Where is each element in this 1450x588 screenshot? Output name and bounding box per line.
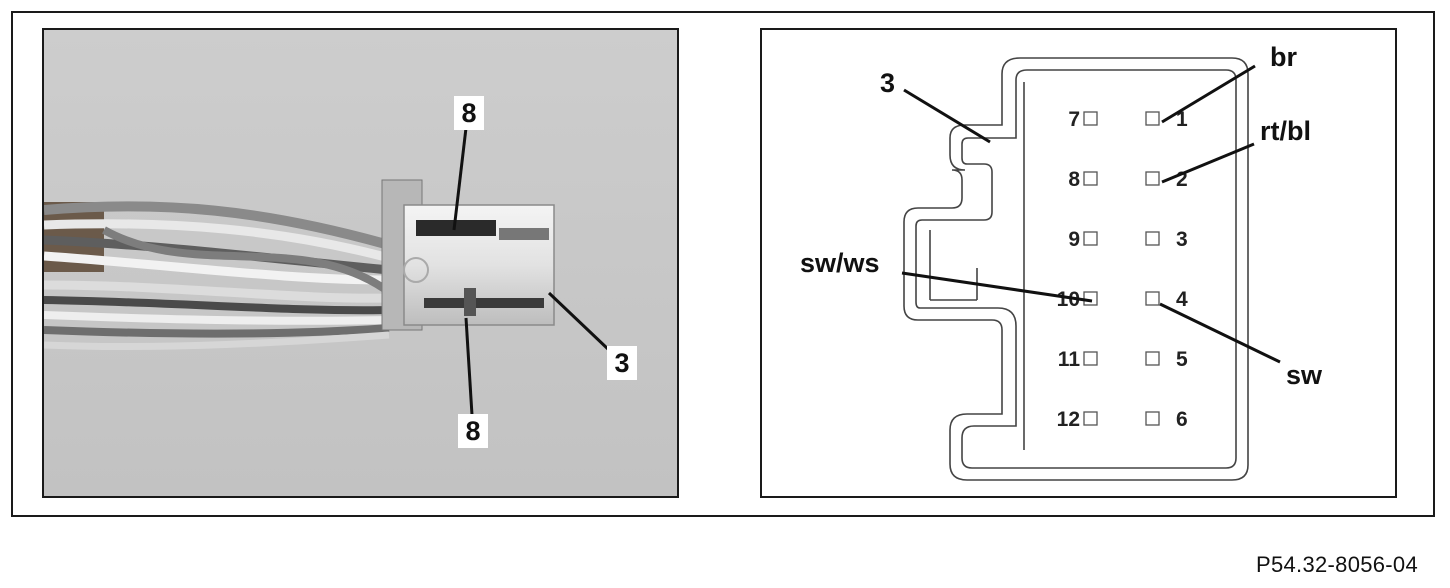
connector-photo: 8 8 3 — [44, 30, 677, 496]
pin-label-2: 2 — [1176, 168, 1188, 191]
wire-color-sw-ws: sw/ws — [800, 248, 880, 278]
pin-label-3: 3 — [1176, 228, 1188, 251]
pin-terminal-6 — [1145, 411, 1160, 426]
housing-callout-3: 3 — [880, 68, 895, 98]
photo-callout-8-bottom: 8 — [465, 416, 480, 446]
photo-callout-3: 3 — [614, 348, 629, 378]
pin-terminal-8 — [1083, 171, 1098, 186]
pin-terminal-10 — [1083, 291, 1098, 306]
pin-terminal-1 — [1145, 111, 1160, 126]
figure-reference-code: P54.32-8056-04 — [1256, 552, 1418, 577]
connector-plug — [381, 179, 555, 331]
pin-label-7: 7 — [1068, 108, 1080, 131]
pin-label-11: 11 — [1058, 348, 1081, 371]
pin-terminal-12 — [1083, 411, 1098, 426]
wire-color-sw: sw — [1286, 360, 1323, 390]
pin-label-1: 1 — [1176, 108, 1188, 131]
pin-terminal-3 — [1145, 231, 1160, 246]
connector-photo-panel: 8 8 3 — [42, 28, 679, 498]
wire-color-br: br — [1270, 42, 1297, 72]
pin-label-6: 6 — [1176, 408, 1188, 431]
wire-bundle — [44, 201, 392, 351]
wire-color-rt-bl: rt/bl — [1260, 116, 1311, 146]
pin-terminal-11 — [1083, 351, 1098, 366]
pin-label-9: 9 — [1068, 228, 1080, 251]
pin-terminal-2 — [1145, 171, 1160, 186]
pin-label-4: 4 — [1176, 288, 1188, 311]
pin-label-5: 5 — [1176, 348, 1188, 371]
pin-label-8: 8 — [1068, 168, 1080, 191]
pin-terminal-9 — [1083, 231, 1098, 246]
pin-terminal-5 — [1145, 351, 1160, 366]
photo-callout-8-top: 8 — [461, 98, 476, 128]
pin-terminal-7 — [1083, 111, 1098, 126]
pin-label-12: 12 — [1057, 408, 1080, 431]
pin-terminal-4 — [1145, 291, 1160, 306]
pin-label-10: 10 — [1057, 288, 1080, 311]
connector-housing — [903, 57, 1249, 481]
